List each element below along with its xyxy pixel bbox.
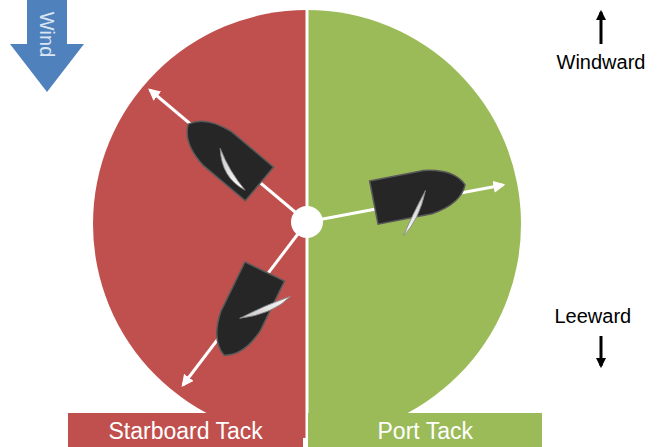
wind-arrow: Wind (10, 0, 84, 92)
tack-label: Starboard Tack (109, 418, 263, 445)
wind-label: Wind (35, 11, 58, 57)
sailboat (204, 262, 295, 370)
port-half (307, 10, 521, 438)
sailboat (370, 163, 473, 240)
pivot-circle (291, 206, 323, 238)
tack-label-box: Port Tack (308, 413, 542, 447)
tack-label: Port Tack (378, 418, 473, 445)
starboard-half (93, 10, 307, 438)
direction-label: Windward (557, 51, 646, 74)
tack-label-box: Starboard Tack (68, 413, 303, 447)
heading-arrow (150, 90, 307, 222)
heading-arrow (183, 222, 307, 385)
sailboat (174, 107, 274, 200)
leeward-arrow (600, 336, 603, 366)
direction-label: Leeward (555, 305, 632, 328)
windward-arrow (600, 12, 603, 44)
